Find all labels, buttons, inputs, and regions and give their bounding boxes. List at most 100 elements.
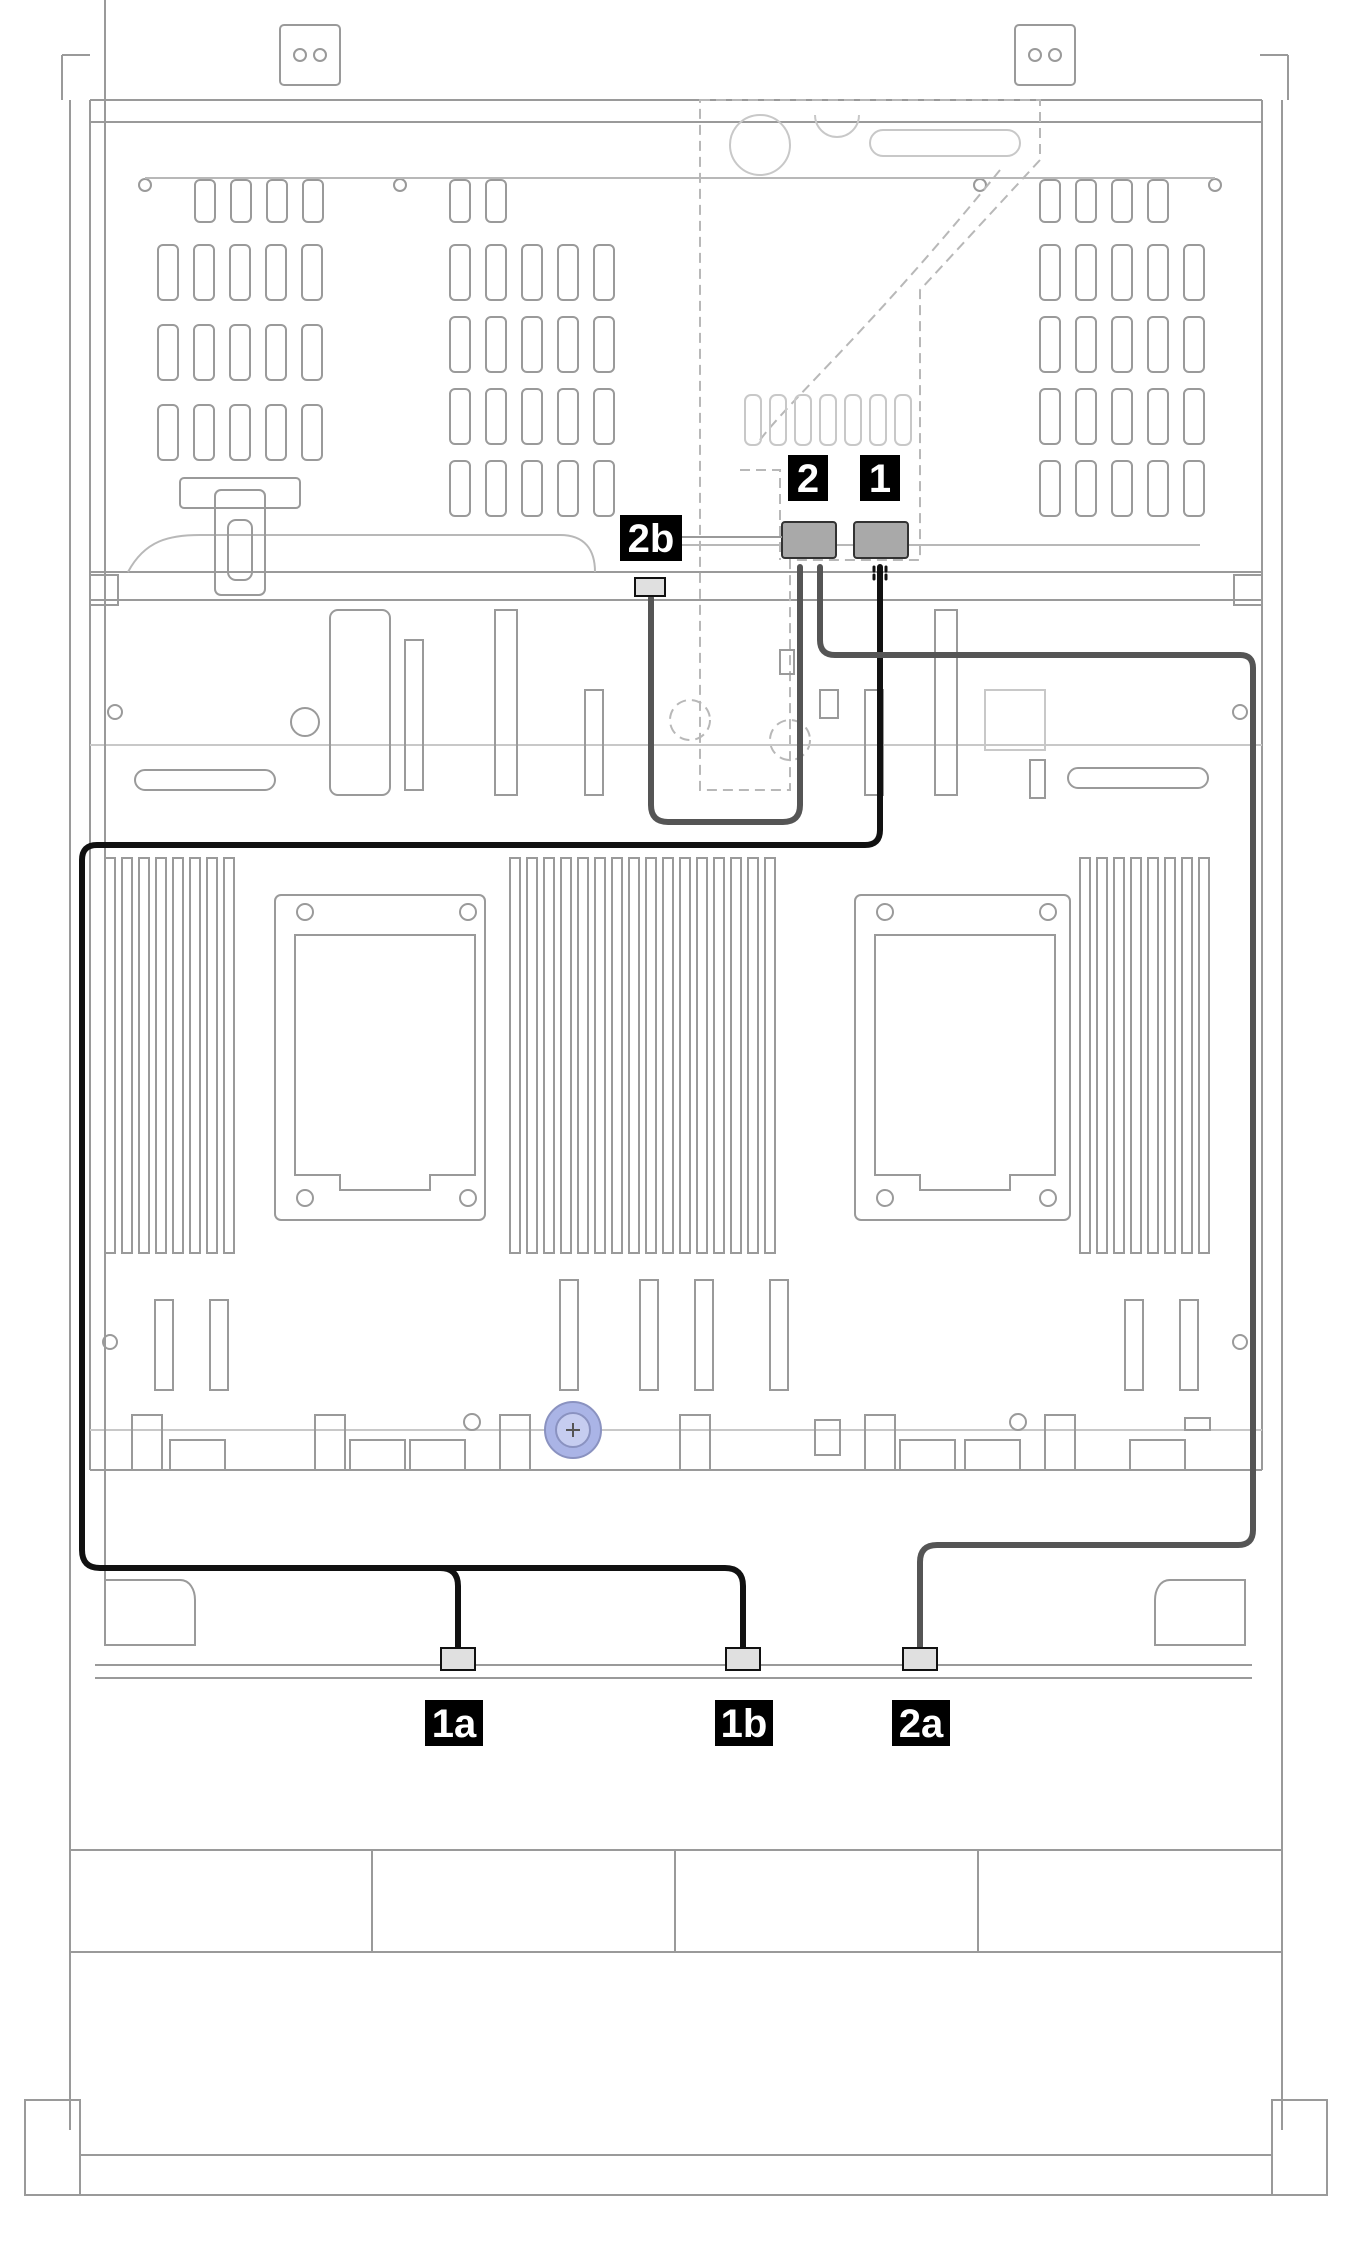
callout-2: 2	[788, 455, 828, 501]
dimm-slot	[1164, 857, 1176, 1254]
vent-slot	[157, 404, 179, 461]
vent-slot	[1075, 316, 1097, 373]
dimm-slot	[1096, 857, 1108, 1254]
dimm-banks	[104, 857, 1210, 1254]
vent-slot	[1039, 388, 1061, 445]
dimm-slot	[223, 857, 235, 1254]
vent-slot	[1039, 460, 1061, 517]
vent-slot	[1039, 179, 1061, 223]
riser-connector-1	[853, 521, 909, 559]
vent-slot	[485, 179, 507, 223]
vent-slot	[1075, 388, 1097, 445]
vent-slot	[230, 179, 252, 223]
chassis-outline	[61, 24, 1289, 2130]
cage-latch	[179, 477, 301, 596]
vent-slot	[485, 316, 507, 373]
vent-slot	[1183, 388, 1205, 445]
vent-slot	[1111, 460, 1133, 517]
dimm-slot	[594, 857, 606, 1254]
vent-slot	[449, 179, 471, 223]
vent-slot	[301, 404, 323, 461]
connector-2b-plug	[634, 577, 666, 597]
vent-slot	[449, 316, 471, 373]
dimm-slot	[696, 857, 708, 1254]
svg-text:1: 1	[869, 457, 891, 501]
vent-slot	[193, 324, 215, 381]
dimm-slot	[662, 857, 674, 1254]
vent-slot	[1183, 244, 1205, 301]
dimm-slot	[611, 857, 623, 1254]
bottom-connectors	[102, 1334, 1248, 1471]
vent-slot	[1075, 244, 1097, 301]
callout-1a: 1a	[425, 1700, 483, 1746]
dimm-slot	[206, 857, 218, 1254]
vent-slot	[229, 404, 251, 461]
battery-cr2032	[544, 1401, 602, 1459]
dimm-slot	[1181, 857, 1193, 1254]
cable-2	[648, 564, 1256, 1651]
dimm-slot	[1198, 857, 1210, 1254]
board-connectors	[107, 689, 1248, 791]
dimm-slot	[1113, 857, 1125, 1254]
vent-slot	[1039, 244, 1061, 301]
vent-slot	[265, 244, 287, 301]
vent-slot	[194, 179, 216, 223]
vent-slot	[1147, 316, 1169, 373]
vent-slot	[229, 244, 251, 301]
dimm-slot	[560, 857, 572, 1254]
vent-slot	[1111, 388, 1133, 445]
vent-slot	[302, 179, 324, 223]
dimm-slot	[747, 857, 759, 1254]
vent-slot	[1039, 316, 1061, 373]
vent-slot	[301, 324, 323, 381]
pcie-slots-upper	[329, 609, 1046, 799]
vent-slot	[521, 316, 543, 373]
dimm-slot	[764, 857, 776, 1254]
vent-grid-right	[1039, 179, 1205, 517]
dimm-slot	[713, 857, 725, 1254]
vent-slot	[485, 460, 507, 517]
connector-2a-plug	[902, 1647, 938, 1671]
vent-slot	[557, 388, 579, 445]
vent-slot	[593, 244, 615, 301]
vent-slot	[1183, 460, 1205, 517]
connector-1b-plug	[725, 1647, 761, 1671]
dimm-slot	[155, 857, 167, 1254]
vent-slot	[593, 388, 615, 445]
svg-text:2b: 2b	[628, 517, 675, 561]
vent-slot	[1111, 179, 1133, 223]
vent-slot	[193, 404, 215, 461]
front-drive-bay	[24, 0, 1328, 2196]
dimm-slot	[509, 857, 521, 1254]
vent-grid-left	[157, 179, 324, 461]
vent-slot	[521, 460, 543, 517]
vent-slot	[1147, 388, 1169, 445]
dimm-slot	[526, 857, 538, 1254]
vent-slot	[1147, 460, 1169, 517]
vent-slot	[229, 324, 251, 381]
vent-slot	[157, 324, 179, 381]
vent-slot	[1111, 316, 1133, 373]
vent-slot	[449, 244, 471, 301]
riser-cage-dashed	[669, 99, 1041, 791]
dimm-slot	[543, 857, 555, 1254]
vent-slot	[521, 244, 543, 301]
callout-1b: 1b	[715, 1700, 773, 1746]
dimm-slot	[121, 857, 133, 1254]
dimm-slot	[138, 857, 150, 1254]
callout-2b: 2b	[620, 515, 682, 561]
pcie-slots-lower	[154, 1279, 1199, 1391]
vent-slot	[593, 316, 615, 373]
vent-slot	[265, 404, 287, 461]
vent-slot	[557, 316, 579, 373]
vent-slot	[557, 244, 579, 301]
dimm-slot	[628, 857, 640, 1254]
callout-1: 1	[860, 455, 900, 501]
dimm-slot	[1079, 857, 1091, 1254]
vent-slot	[301, 244, 323, 301]
vent-slot	[449, 388, 471, 445]
vent-slot	[1075, 179, 1097, 223]
svg-text:2: 2	[797, 457, 819, 501]
